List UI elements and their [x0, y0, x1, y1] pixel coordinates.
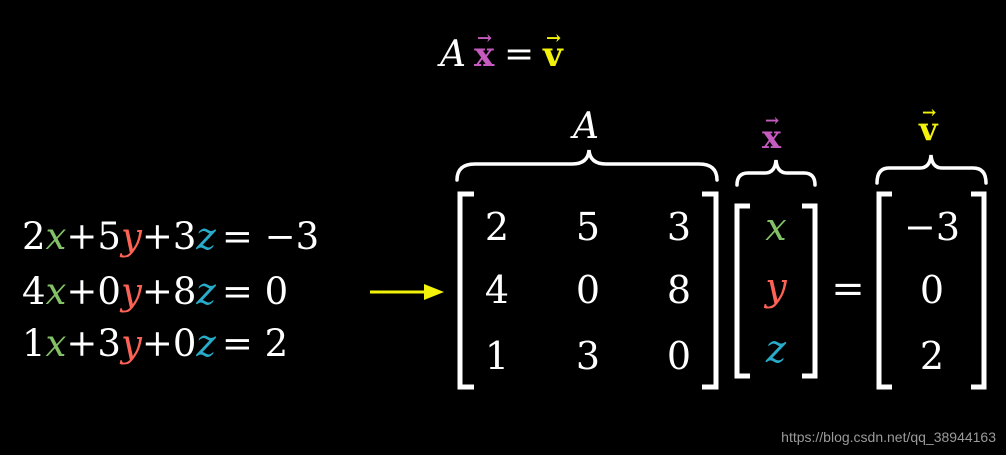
overbraces: [455, 149, 988, 187]
equation-term: +0: [142, 322, 197, 365]
equation-term: +5: [66, 215, 121, 258]
matrix-entry: 2: [485, 205, 509, 249]
title-matrix-A: A: [437, 34, 466, 75]
brace-labels: A x → v →: [570, 103, 939, 156]
title-vector-v: v: [542, 35, 564, 75]
equation-term: 4: [22, 270, 46, 313]
vector-v: −3 0 2: [904, 205, 960, 378]
bracket-matrix-right: [702, 191, 719, 390]
label-matrix-A: A: [570, 106, 599, 147]
vector-v-entry: 2: [920, 334, 944, 378]
matrix-entry: 3: [667, 205, 691, 249]
label-vector-v: v: [918, 110, 939, 148]
bracket-x-left: [734, 203, 750, 379]
equation-variable: x: [46, 215, 67, 258]
vector-v-entry: −3: [904, 205, 960, 249]
equation-variable: z: [195, 215, 216, 258]
equation-row: 1x+3y+0z= 2: [22, 322, 288, 365]
transform-arrow: [370, 284, 444, 300]
equation-variable: x: [46, 270, 67, 313]
equation-variable: y: [119, 270, 143, 313]
vector-x-entry: z: [765, 327, 787, 371]
equation-term: +3: [142, 215, 197, 258]
title-vector-x: x: [474, 35, 495, 75]
equation-row: 4x+0y+8z= 0: [22, 270, 288, 313]
equation-term: +8: [142, 270, 197, 313]
equation-term: = −3: [222, 215, 319, 258]
matrix-entry: 3: [576, 334, 600, 378]
label-vector-x: x: [762, 118, 782, 156]
bracket-v-left: [876, 191, 892, 390]
equation-term: +3: [66, 322, 121, 365]
equation-term: = 2: [222, 322, 288, 365]
brace-vector-v: [875, 154, 988, 185]
matrix-entry: 4: [485, 268, 509, 312]
label-vector-v-arrow: →: [922, 103, 936, 123]
equation-term: 2: [22, 215, 46, 258]
matrix-entry: 0: [576, 268, 600, 312]
brackets: [457, 191, 987, 390]
title-vector-x-arrow: →: [477, 28, 492, 49]
equation-term: = 0: [222, 270, 288, 313]
label-vector-x-arrow: →: [765, 111, 779, 131]
matrix-entry: 5: [576, 205, 600, 249]
matrix-entry: 8: [667, 268, 691, 312]
equation-variable: z: [195, 322, 216, 365]
matrix-entry: 0: [667, 334, 691, 378]
brace-vector-x: [735, 159, 817, 187]
bracket-v-right: [971, 191, 987, 390]
equation-variable: x: [46, 322, 67, 365]
vector-x: xyz: [763, 205, 787, 371]
vector-x-entry: y: [763, 265, 787, 309]
bracket-x-right: [802, 203, 818, 379]
title-equals: =: [504, 34, 534, 75]
title-equation: A x → = v →: [437, 28, 564, 75]
equation-term: 1: [22, 322, 46, 365]
equation-variable: z: [195, 270, 216, 313]
equation-row: 2x+5y+3z= −3: [22, 215, 319, 258]
bracket-matrix-left: [457, 191, 474, 390]
title-vector-v-arrow: →: [546, 28, 561, 49]
brace-matrix: [455, 149, 719, 182]
matrix-A: 2 5 3 4 0 8 1 3 0: [485, 205, 691, 378]
vector-v-entry: 0: [920, 268, 944, 312]
equation-system: 2x+5y+3z= −34x+0y+8z= 01x+3y+0z= 2: [22, 215, 319, 365]
matrix-entry: 1: [485, 334, 509, 378]
matrix-equals: =: [831, 266, 865, 312]
equation-variable: y: [119, 215, 143, 258]
watermark: https://blog.csdn.net/qq_38944163: [781, 429, 996, 445]
equation-variable: y: [119, 322, 143, 365]
equation-term: +0: [66, 270, 121, 313]
vector-x-entry: x: [765, 205, 786, 249]
